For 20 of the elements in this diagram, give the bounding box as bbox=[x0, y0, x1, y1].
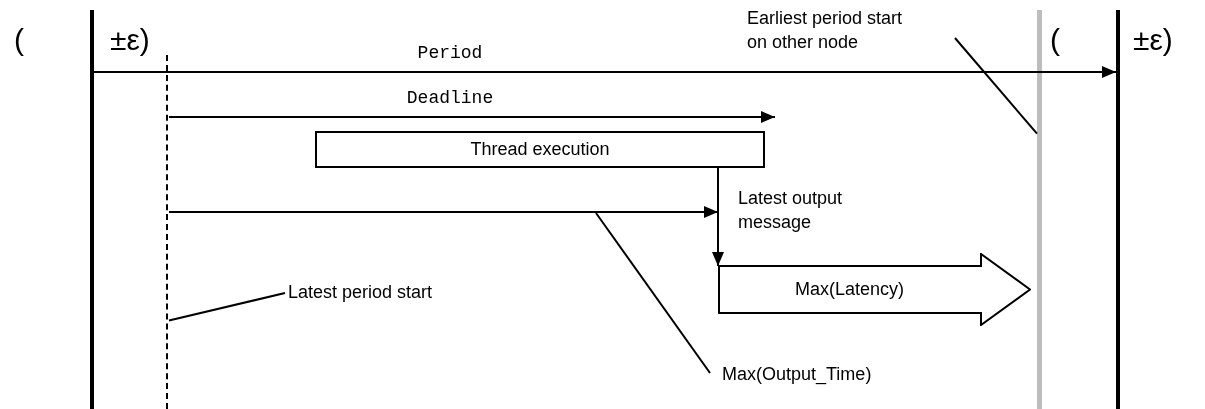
dashed-time-line bbox=[166, 55, 169, 409]
tolerance-label: ±ε) bbox=[1133, 22, 1173, 58]
arrow bbox=[168, 111, 776, 123]
block-arrow: Max(Latency) bbox=[718, 253, 1031, 326]
leader-line bbox=[168, 292, 286, 322]
tolerance-label: ±ε) bbox=[110, 22, 150, 58]
edge-label: Deadline bbox=[405, 87, 495, 110]
arrow bbox=[168, 206, 719, 218]
edge-label: Latest output message bbox=[738, 187, 844, 234]
annotation-text: Max(Output_Time) bbox=[722, 362, 952, 386]
process-box: Thread execution bbox=[315, 131, 765, 168]
leader-line bbox=[954, 37, 1038, 135]
arrow bbox=[712, 167, 724, 267]
annotation-text: Latest period start bbox=[288, 280, 458, 304]
tolerance-label: ( bbox=[1050, 22, 1060, 58]
edge-label: Period bbox=[416, 42, 484, 65]
arrow bbox=[93, 66, 1117, 78]
leader-line bbox=[595, 212, 711, 374]
annotation-text: Earliest period start on other node bbox=[747, 6, 925, 54]
tolerance-label: ( bbox=[14, 22, 24, 58]
